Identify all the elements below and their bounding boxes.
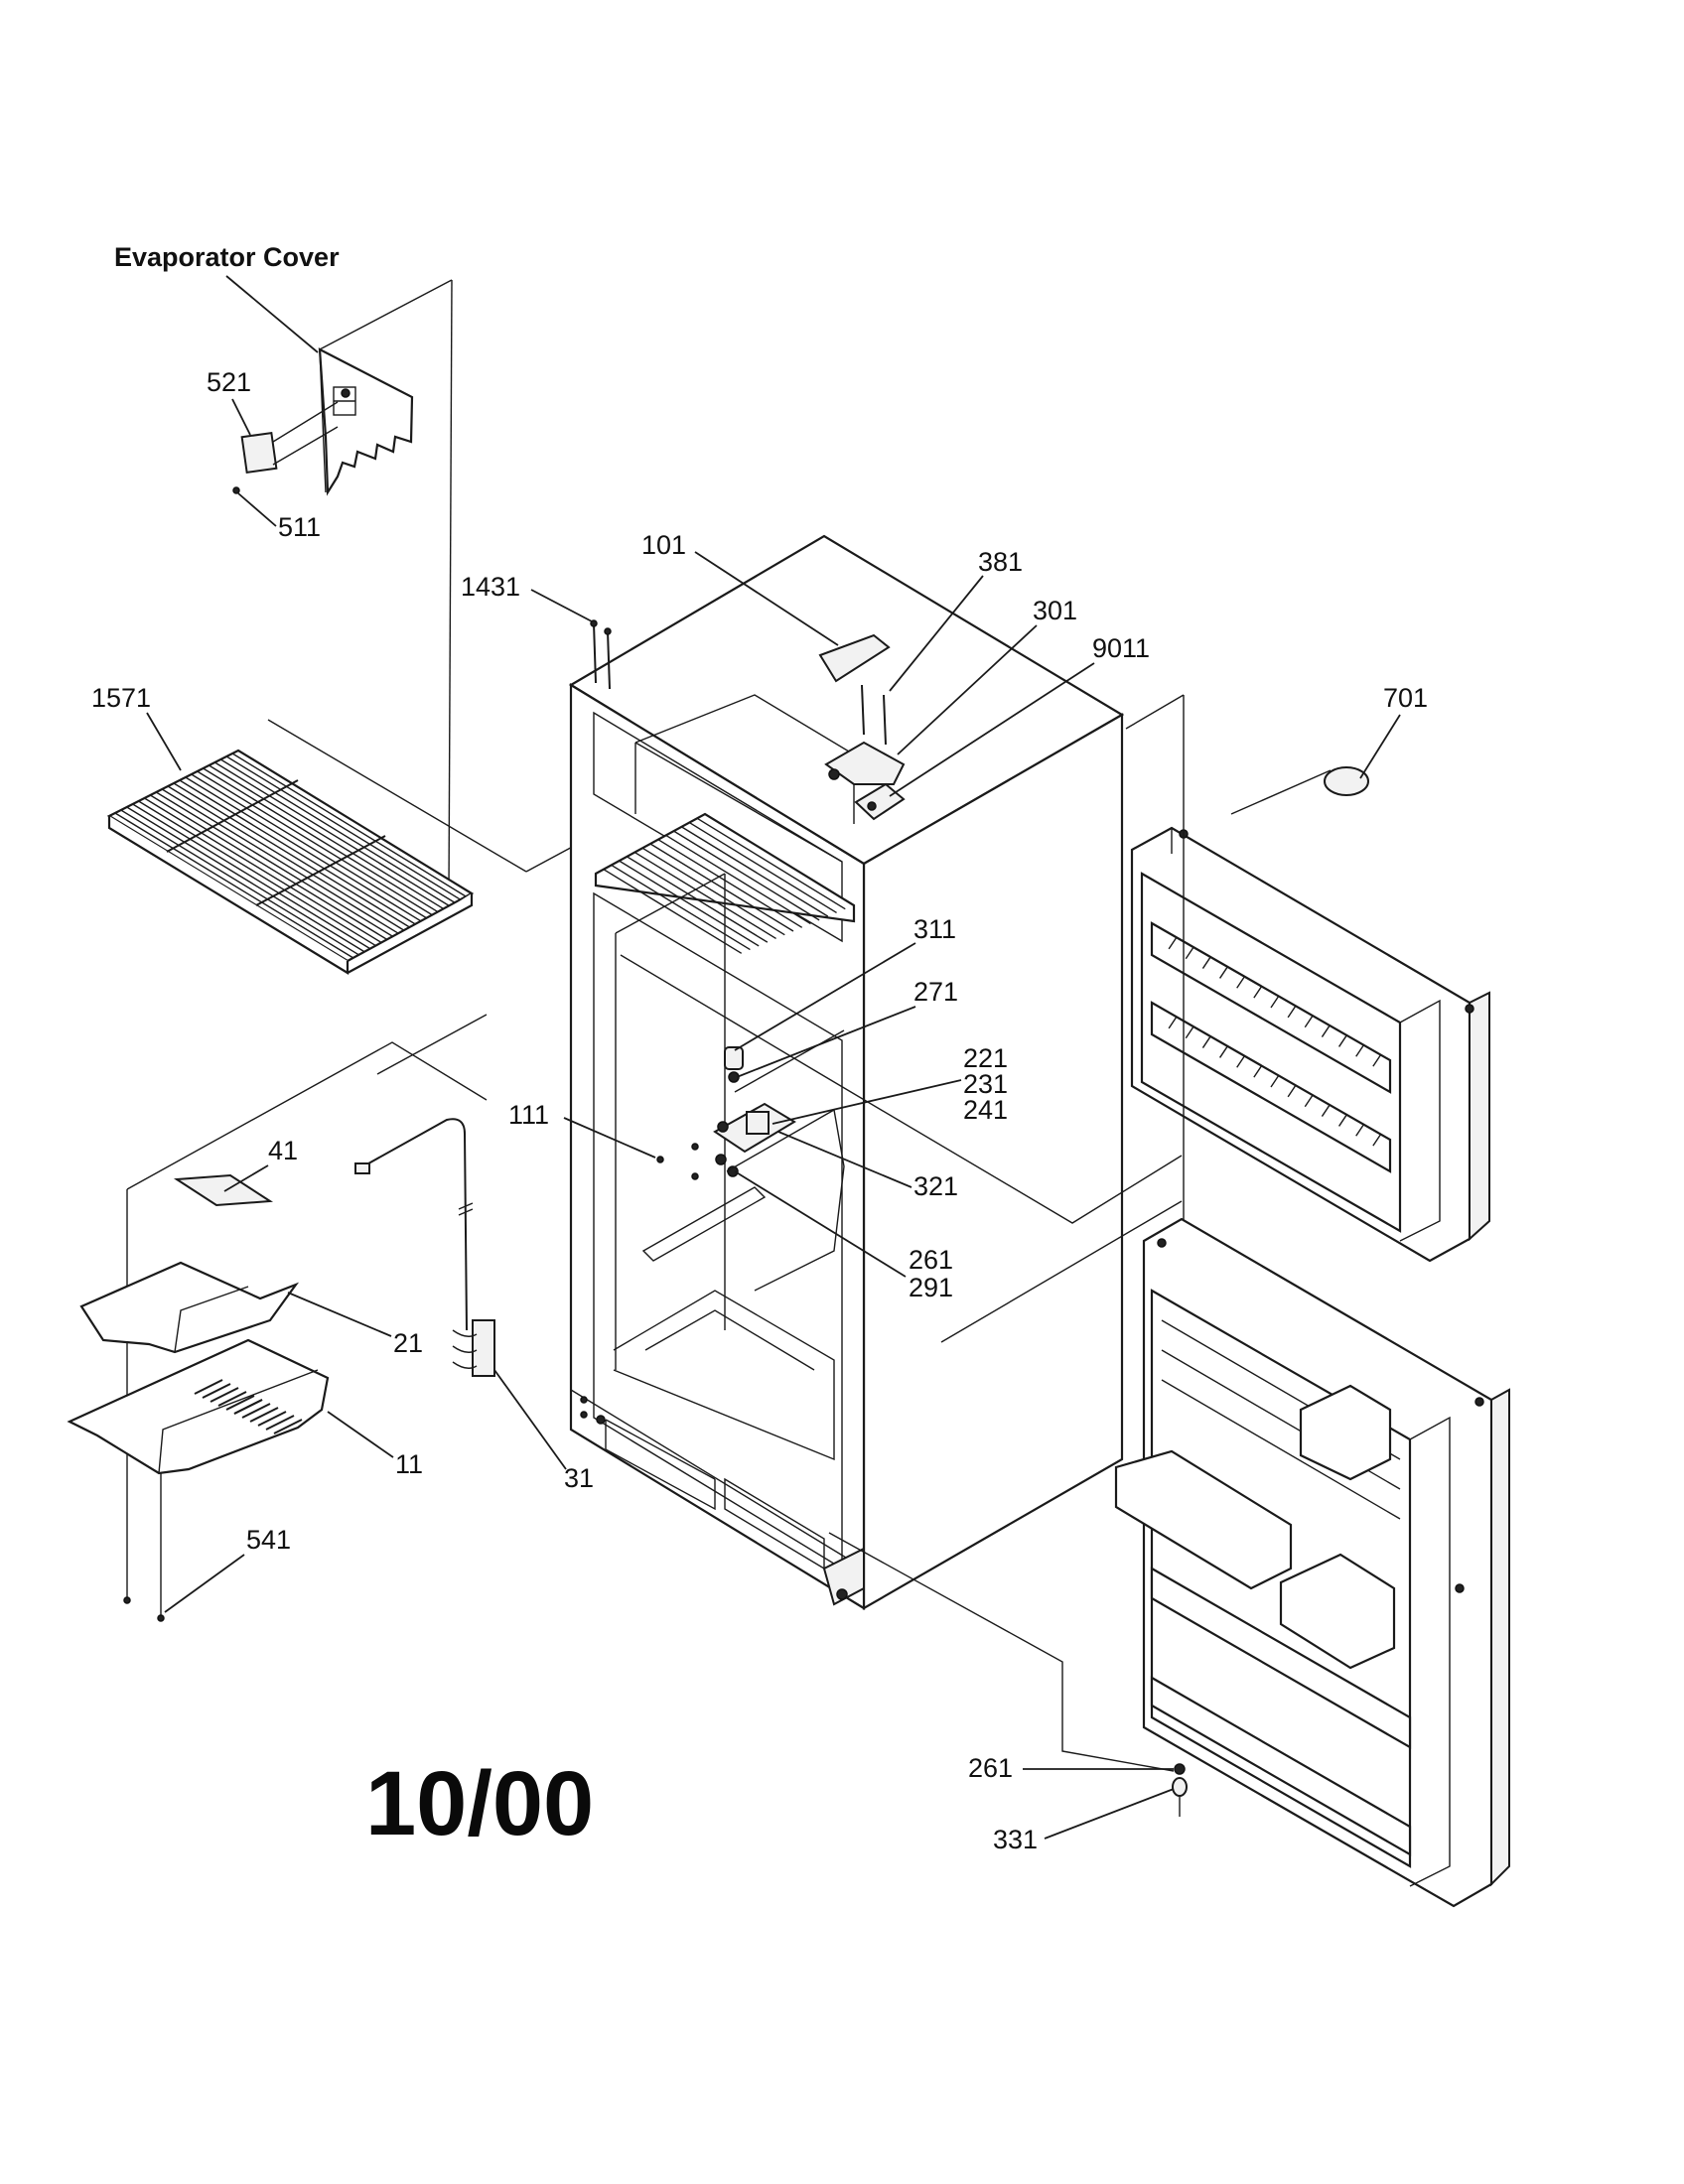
leader-331 — [1044, 1788, 1175, 1840]
part-331-bottom-hinge — [1172, 1763, 1188, 1817]
leader-521 — [231, 398, 251, 436]
part-541-screw — [123, 1596, 131, 1604]
callout-9011: 9011 — [1092, 633, 1150, 663]
callout-291: 291 — [909, 1273, 953, 1302]
leader-701 — [1359, 714, 1401, 779]
guide-line — [267, 719, 527, 873]
part-541-screw — [157, 1614, 165, 1622]
callout-331: 331 — [993, 1825, 1038, 1854]
callout-541: 541 — [246, 1525, 291, 1555]
guide-line — [1125, 694, 1185, 730]
pan-vents — [194, 1379, 303, 1434]
leader-261 — [734, 1170, 907, 1278]
leader-11 — [327, 1411, 394, 1458]
fresh-food-door — [1114, 1217, 1510, 1908]
guide-line — [940, 1200, 1183, 1343]
callout-101: 101 — [641, 530, 686, 560]
leader-31 — [493, 1369, 567, 1470]
date-stamp: 10/00 — [365, 1753, 594, 1854]
leader-101 — [694, 551, 839, 646]
leader-541 — [164, 1554, 245, 1613]
callout-41: 41 — [268, 1136, 298, 1165]
callout-1431: 1431 — [461, 572, 520, 602]
part-521-socket — [240, 401, 339, 475]
callout-301: 301 — [1033, 596, 1077, 625]
callout-381: 381 — [978, 547, 1023, 577]
guide-line — [376, 1014, 488, 1075]
part-41-label — [173, 1173, 274, 1207]
part-701-cap — [1324, 766, 1369, 796]
guide-line — [448, 279, 453, 894]
callout-231: 231 — [963, 1069, 1008, 1099]
leader-41 — [223, 1164, 269, 1192]
evaporator-cover — [318, 347, 414, 496]
shelf-wires — [114, 752, 467, 959]
leader-21 — [287, 1292, 392, 1337]
leader-301 — [897, 624, 1038, 755]
leader-511 — [237, 492, 277, 527]
guide-line — [1230, 769, 1332, 815]
evaporator-cover-label: Evaporator Cover — [114, 242, 340, 272]
callout-511: 511 — [278, 512, 321, 542]
part-301-top-hinge — [824, 684, 906, 821]
callout-261a: 261 — [909, 1245, 953, 1275]
callout-11: 11 — [395, 1449, 423, 1479]
part-1431-screws — [590, 619, 612, 690]
callout-261b: 261 — [968, 1753, 1013, 1783]
callout-241: 241 — [963, 1095, 1008, 1125]
callout-701: 701 — [1383, 683, 1428, 713]
guide-line — [319, 279, 453, 350]
guide-line — [828, 1532, 1175, 1772]
leader-321 — [777, 1131, 912, 1188]
control-assembly — [641, 1029, 845, 1292]
leader-1571 — [146, 712, 182, 771]
part-511-screw — [232, 486, 240, 494]
part-101-hinge-cover — [818, 633, 891, 683]
leader-1431 — [530, 589, 593, 622]
callout-21: 21 — [393, 1328, 423, 1358]
callout-221: 221 — [963, 1043, 1008, 1073]
part-31-power-cord — [354, 1118, 495, 1377]
callout-521: 521 — [207, 367, 251, 397]
leader-311 — [734, 942, 916, 1051]
freezer-door-racks — [1168, 936, 1382, 1147]
callout-271: 271 — [913, 977, 958, 1007]
freezer-door — [1130, 826, 1490, 1263]
part-11-pan — [67, 1338, 330, 1475]
refrigerator-cabinet — [568, 534, 1125, 1610]
callout-311: 311 — [913, 914, 956, 944]
leader-9011 — [889, 662, 1095, 797]
part-21-cover — [79, 1261, 300, 1354]
evaporator-cover-leader — [225, 275, 319, 353]
guide-line — [620, 954, 1183, 1224]
callout-1571: 1571 — [91, 683, 151, 713]
guide-line — [126, 1041, 488, 1190]
freezer-floor-grille — [603, 817, 846, 954]
callout-31: 31 — [564, 1463, 594, 1493]
leader-381 — [889, 575, 984, 692]
leader-111 — [563, 1117, 656, 1159]
leader-271 — [736, 1006, 916, 1078]
part-1571-shelf — [106, 749, 475, 975]
callout-321: 321 — [913, 1171, 958, 1201]
callout-111: 111 — [508, 1100, 549, 1130]
